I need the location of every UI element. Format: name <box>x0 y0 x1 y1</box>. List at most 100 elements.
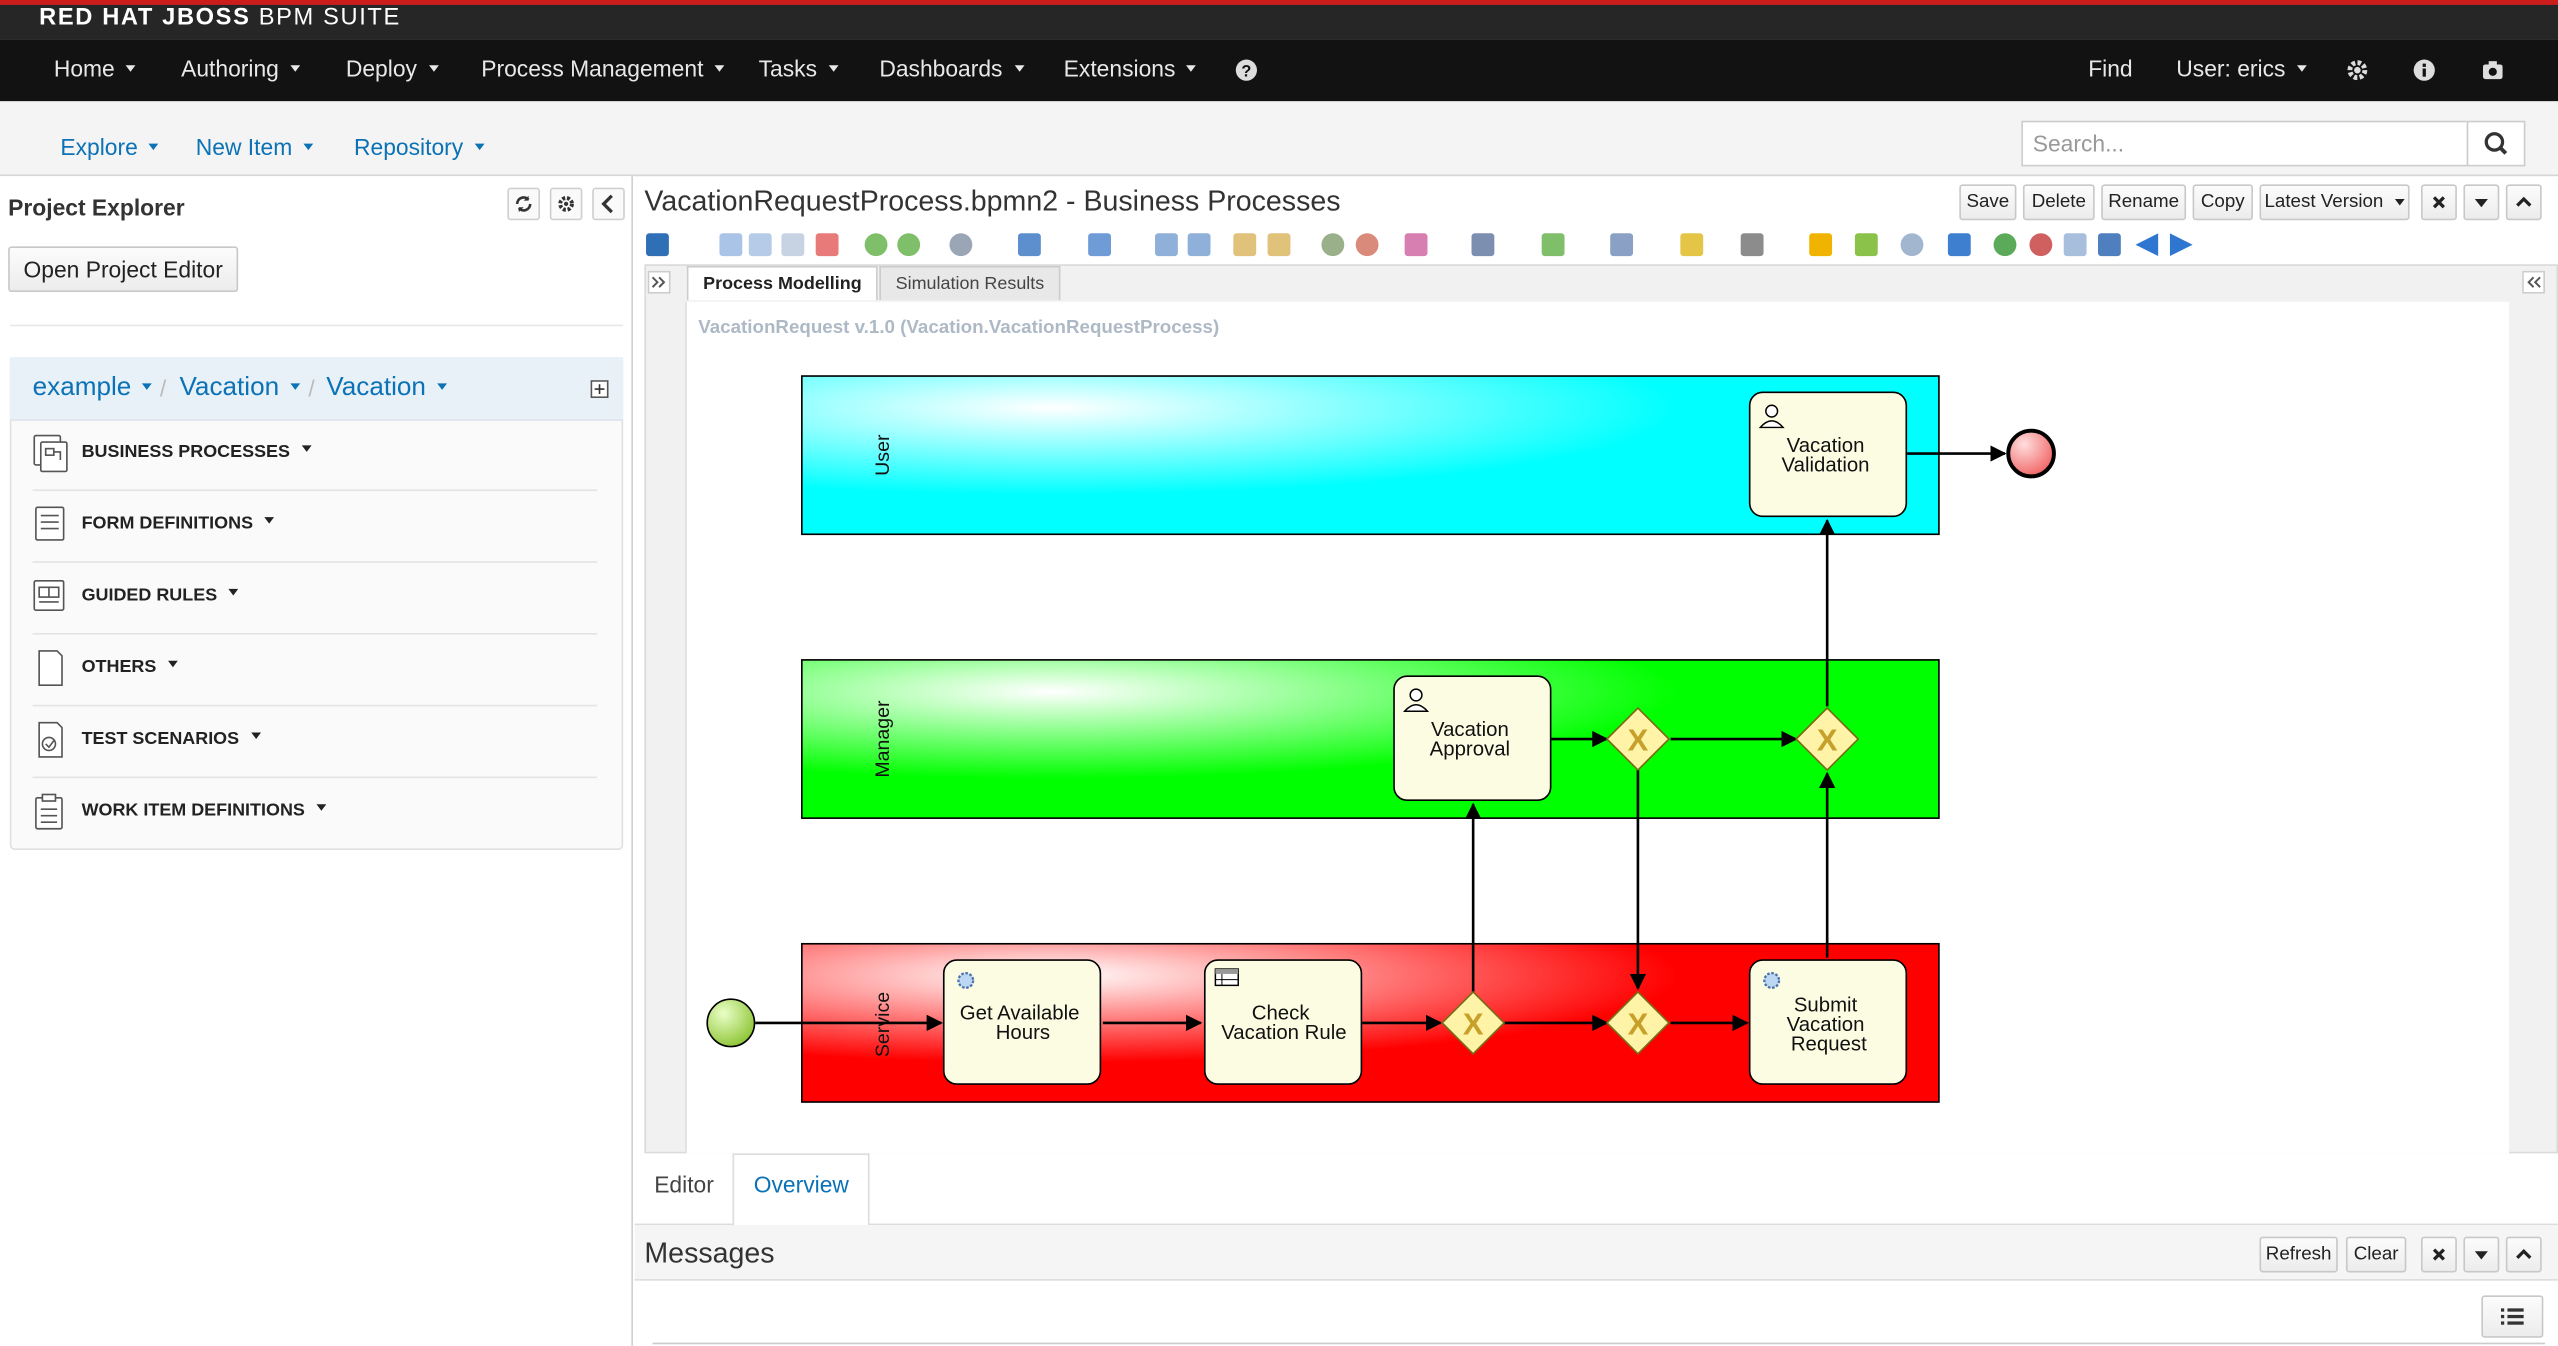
version-dropdown[interactable]: Latest Version <box>2259 184 2410 221</box>
category-form-definitions[interactable]: FORM DEFINITIONS <box>32 491 598 563</box>
validate-icon[interactable] <box>1680 233 1704 257</box>
category-test-scenarios[interactable]: TEST SCENARIOS <box>32 706 598 779</box>
zoom-out-icon[interactable] <box>2029 233 2053 257</box>
move-icon[interactable] <box>1900 233 1924 257</box>
refresh-button[interactable] <box>507 187 540 221</box>
collapse-panel-button[interactable] <box>592 187 625 221</box>
gateway-4[interactable]: X <box>1795 706 1860 772</box>
delete-icon[interactable] <box>815 233 839 257</box>
copy-icon[interactable] <box>748 233 772 257</box>
group-icon[interactable] <box>1088 233 1111 257</box>
search-tool-icon[interactable] <box>1610 233 1634 257</box>
breadcrumb-project[interactable]: Vacation <box>326 374 447 403</box>
search-button[interactable] <box>2466 120 2526 167</box>
maximize-button[interactable] <box>2505 184 2542 221</box>
search-input[interactable] <box>2021 120 2469 167</box>
tab-overview[interactable]: Overview <box>753 1171 849 1198</box>
expand-left-icon[interactable] <box>647 270 671 294</box>
nav-dashboards[interactable]: Dashboards <box>879 55 1023 81</box>
repository-menu[interactable]: Repository <box>354 134 484 160</box>
explore-menu[interactable]: Explore <box>60 134 159 160</box>
rename-button[interactable]: Rename <box>2101 184 2187 221</box>
fit-icon[interactable] <box>2063 233 2087 257</box>
nav-tasks[interactable]: Tasks <box>759 55 839 81</box>
nav-extensions[interactable]: Extensions <box>1064 55 1197 81</box>
close-icon <box>2432 1248 2445 1261</box>
gateway-1[interactable]: X <box>1441 990 1506 1056</box>
category-others[interactable]: OTHERS <box>32 635 598 707</box>
tab-editor[interactable]: Editor <box>654 1171 714 1198</box>
task-check-vacation-rule[interactable]: Check Vacation Rule <box>1203 959 1363 1085</box>
info-icon[interactable] <box>2413 59 2436 82</box>
deselect-icon[interactable] <box>1187 233 1211 257</box>
import-icon[interactable] <box>1541 233 1565 257</box>
find-link[interactable]: Find <box>2088 55 2133 82</box>
pen-icon[interactable] <box>1854 233 1878 257</box>
select-icon[interactable] <box>1155 233 1178 257</box>
paste-icon[interactable] <box>781 233 805 257</box>
gear-icon[interactable] <box>2346 59 2369 82</box>
properties-icon[interactable] <box>1471 233 1495 257</box>
copy-button[interactable]: Copy <box>2192 184 2253 221</box>
tab-simulation-results[interactable]: Simulation Results <box>879 265 1061 301</box>
task-vacation-validation[interactable]: Vacation Validation <box>1748 391 1908 518</box>
close-messages-button[interactable] <box>2420 1236 2457 1273</box>
task-get-available-hours[interactable]: Get Available Hours <box>942 959 1102 1085</box>
refresh-messages-button[interactable]: Refresh <box>2259 1236 2338 1273</box>
close-editor-button[interactable] <box>2420 184 2457 221</box>
open-project-editor-button[interactable]: Open Project Editor <box>8 246 239 293</box>
save-icon[interactable] <box>646 233 669 257</box>
connect-icon[interactable] <box>1321 233 1345 257</box>
align-icon[interactable] <box>1017 233 1041 257</box>
expand-icon[interactable] <box>590 380 609 399</box>
nav-deploy[interactable]: Deploy <box>346 55 438 81</box>
nav-process-management[interactable]: Process Management <box>481 55 724 81</box>
start-event[interactable] <box>706 998 756 1048</box>
fullscreen-icon[interactable] <box>2097 233 2121 257</box>
category-guided-rules[interactable]: GUIDED RULES <box>32 563 598 635</box>
lock-icon[interactable] <box>1233 233 1257 257</box>
gateway-2[interactable]: X <box>1605 990 1671 1056</box>
nav-home[interactable]: Home <box>54 55 136 81</box>
list-view-button[interactable] <box>2481 1295 2544 1338</box>
redo-icon[interactable] <box>897 233 921 257</box>
user-menu[interactable]: User: erics <box>2176 55 2306 81</box>
process-label: VacationRequest v.1.0 (Vacation.Vacation… <box>698 318 1220 338</box>
zoom-in-icon[interactable] <box>1993 233 2017 257</box>
color-icon[interactable] <box>1404 233 1428 257</box>
camera-icon[interactable] <box>2481 59 2504 82</box>
user-task-icon <box>1758 404 1785 429</box>
save-button[interactable]: Save <box>1959 184 2017 221</box>
help-icon[interactable]: ? <box>1235 59 1258 82</box>
unlock-icon[interactable] <box>1267 233 1291 257</box>
calendar-icon[interactable] <box>1740 233 1764 257</box>
history-icon[interactable] <box>949 233 973 257</box>
share-icon[interactable] <box>1947 233 1971 257</box>
delete-button[interactable]: Delete <box>2022 184 2095 221</box>
end-event[interactable] <box>2006 428 2056 479</box>
gateway-3[interactable]: X <box>1605 706 1671 772</box>
editor-menu-button[interactable] <box>2463 184 2500 221</box>
category-work-item-definitions[interactable]: WORK ITEM DEFINITIONS <box>33 778 597 850</box>
data-icon[interactable] <box>1809 233 1833 257</box>
undo-icon[interactable] <box>864 233 888 257</box>
disconnect-icon[interactable] <box>1355 233 1379 257</box>
new-item-menu[interactable]: New Item <box>196 134 314 160</box>
maximize-messages-button[interactable] <box>2505 1236 2542 1273</box>
category-business-processes[interactable]: BUSINESS PROCESSES <box>32 419 598 492</box>
tab-process-modelling[interactable]: Process Modelling <box>686 265 879 301</box>
breadcrumb-org[interactable]: example <box>33 374 153 403</box>
messages-menu-button[interactable] <box>2463 1236 2500 1273</box>
breadcrumb-repo[interactable]: Vacation <box>179 374 300 403</box>
expand-right-icon[interactable] <box>2522 270 2545 294</box>
clear-messages-button[interactable]: Clear <box>2345 1236 2407 1273</box>
lane-manager[interactable]: Manager <box>801 659 1940 819</box>
settings-button[interactable] <box>549 187 583 221</box>
category-label: OTHERS <box>82 657 178 677</box>
task-vacation-approval[interactable]: Vacation Approval <box>1393 675 1552 802</box>
task-submit-vacation-request[interactable]: Submit Vacation Request <box>1748 959 1908 1085</box>
cut-icon[interactable] <box>719 233 743 257</box>
category-label: BUSINESS PROCESSES <box>82 442 312 462</box>
nav-authoring[interactable]: Authoring <box>181 55 300 81</box>
